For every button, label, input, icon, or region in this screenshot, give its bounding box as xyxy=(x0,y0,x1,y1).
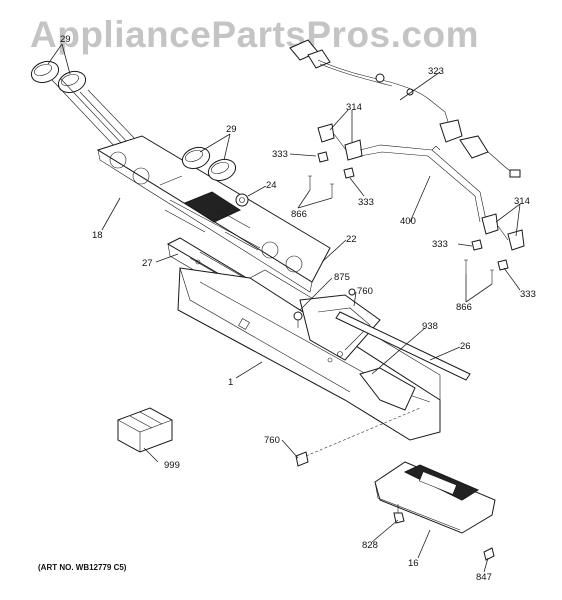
wire-harness-323 xyxy=(289,39,521,178)
pins-866-upper xyxy=(308,175,334,198)
art-number: (ART NO. WB12779 C5) xyxy=(38,563,127,572)
callout-999: 999 xyxy=(164,460,180,471)
box-999 xyxy=(117,407,173,453)
callout-333-upper-left: 333 xyxy=(272,149,288,160)
callout-333-lower-right: 333 xyxy=(520,289,536,300)
callout-333-upper-right: 333 xyxy=(358,197,374,208)
switch-314-lower xyxy=(481,213,525,251)
callout-938: 938 xyxy=(422,321,438,332)
connector-333-upper xyxy=(317,151,355,179)
screw-828 xyxy=(393,504,405,524)
callout-314-lower: 314 xyxy=(514,196,530,207)
callout-828: 828 xyxy=(362,540,378,551)
callout-333-lower-left: 333 xyxy=(432,239,448,250)
screw-875 xyxy=(293,311,303,328)
watermark-text: AppliancePartsPros.com xyxy=(30,14,479,55)
pins-866-lower xyxy=(464,259,494,284)
callout-400: 400 xyxy=(400,216,416,227)
callout-866-upper: 866 xyxy=(291,209,307,220)
harness-tube-400 xyxy=(359,144,487,223)
callout-760-upper: 760 xyxy=(357,286,373,297)
screw-760-lower xyxy=(295,451,309,467)
module-16 xyxy=(374,461,496,534)
callout-866-lower: 866 xyxy=(456,302,472,313)
rod-26 xyxy=(335,311,471,381)
control-panel xyxy=(96,135,331,293)
callout-24: 24 xyxy=(266,180,277,191)
leader-dashed xyxy=(305,407,421,457)
callout-29-center: 29 xyxy=(226,124,237,135)
callout-875: 875 xyxy=(334,272,350,283)
callout-29-left: 29 xyxy=(60,34,71,45)
callout-314-upper: 314 xyxy=(346,102,362,113)
callout-16: 16 xyxy=(408,558,419,569)
callout-22: 22 xyxy=(346,234,357,245)
callout-labels: 29 29 18 24 27 22 875 760 1 938 26 760 9… xyxy=(60,34,536,583)
callout-1: 1 xyxy=(228,377,233,388)
switch-314-upper xyxy=(317,123,363,161)
leader-lines xyxy=(47,43,521,573)
screw-847 xyxy=(483,547,495,561)
callout-27: 27 xyxy=(142,258,153,269)
screw-760-upper xyxy=(348,288,356,296)
callout-26: 26 xyxy=(460,341,471,352)
main-housing xyxy=(177,267,441,441)
knob-pair-left xyxy=(30,60,139,151)
callout-18: 18 xyxy=(92,230,103,241)
callout-847: 847 xyxy=(476,572,492,583)
knob-24 xyxy=(235,193,249,207)
callout-760-lower: 760 xyxy=(264,435,280,446)
knob-pair-center xyxy=(181,146,237,182)
callout-323: 323 xyxy=(428,66,444,77)
connector-333-lower xyxy=(471,239,509,271)
